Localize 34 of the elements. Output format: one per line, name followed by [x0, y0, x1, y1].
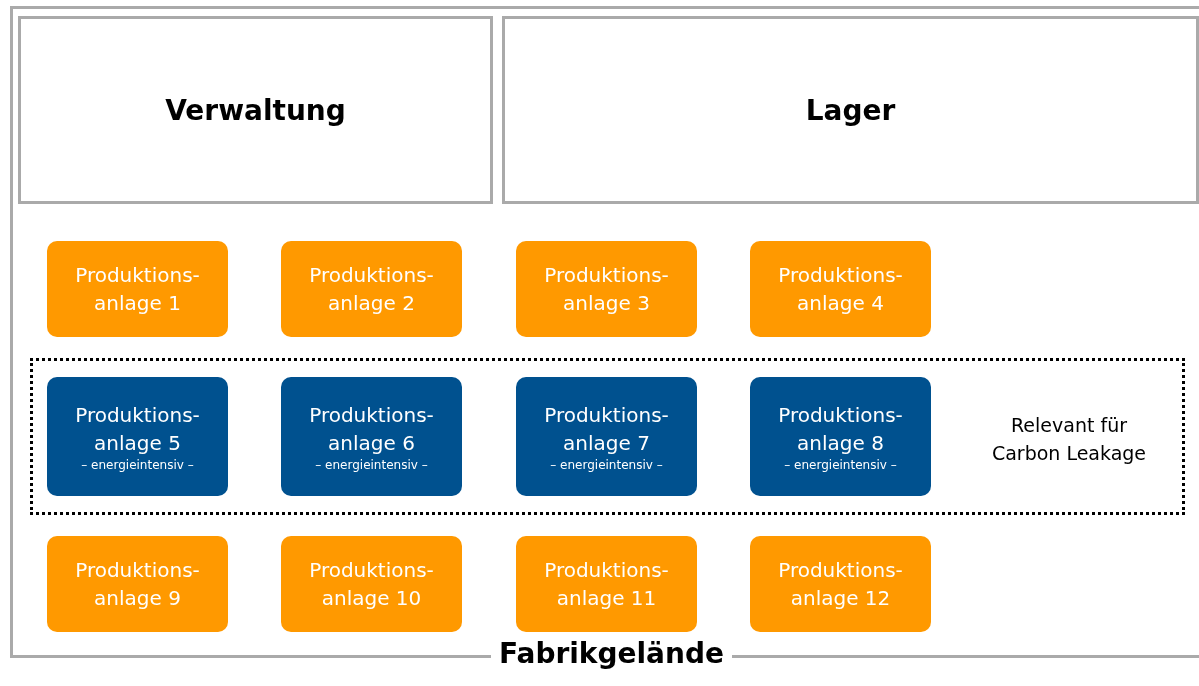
building-label: Verwaltung [165, 93, 346, 127]
dotted-group-frame [30, 358, 1185, 515]
production-box [47, 241, 228, 337]
production-box [47, 536, 228, 632]
building-box [18, 16, 493, 204]
production-box [750, 241, 931, 337]
plant-label: Produktions- anlage 3 [543, 262, 670, 317]
plant-label: Produktions- anlage 4 [777, 262, 904, 317]
plant-label: Produktions- anlage 6 [308, 401, 435, 457]
plant-label: Produktions- anlage 2 [308, 262, 435, 317]
plant-note: – energieintensiv – [784, 456, 897, 473]
plant-note: – energieintensiv – [550, 456, 663, 473]
production-box [750, 377, 931, 496]
production-box [516, 536, 697, 632]
plant-label: Produktions- anlage 10 [308, 557, 435, 612]
plant-label: Produktions- anlage 1 [74, 262, 201, 317]
plant-label: Produktions- anlage 12 [777, 557, 904, 612]
production-box [281, 241, 462, 337]
plant-note: – energieintensiv – [315, 456, 428, 473]
production-box [281, 536, 462, 632]
production-box [281, 377, 462, 496]
plant-label: Produktions- anlage 5 [74, 401, 201, 457]
building-box [502, 16, 1199, 204]
group-label: Relevant für Carbon Leakage [990, 413, 1148, 466]
building-label: Lager [805, 93, 896, 127]
production-box [750, 536, 931, 632]
production-box [47, 377, 228, 496]
production-box [516, 241, 697, 337]
production-box [516, 377, 697, 496]
plant-label: Produktions- anlage 7 [543, 401, 670, 457]
plant-label: Produktions- anlage 11 [543, 557, 670, 612]
plant-label: Produktions- anlage 8 [777, 401, 904, 457]
plant-label: Produktions- anlage 9 [74, 557, 201, 612]
plant-note: – energieintensiv – [81, 456, 194, 473]
